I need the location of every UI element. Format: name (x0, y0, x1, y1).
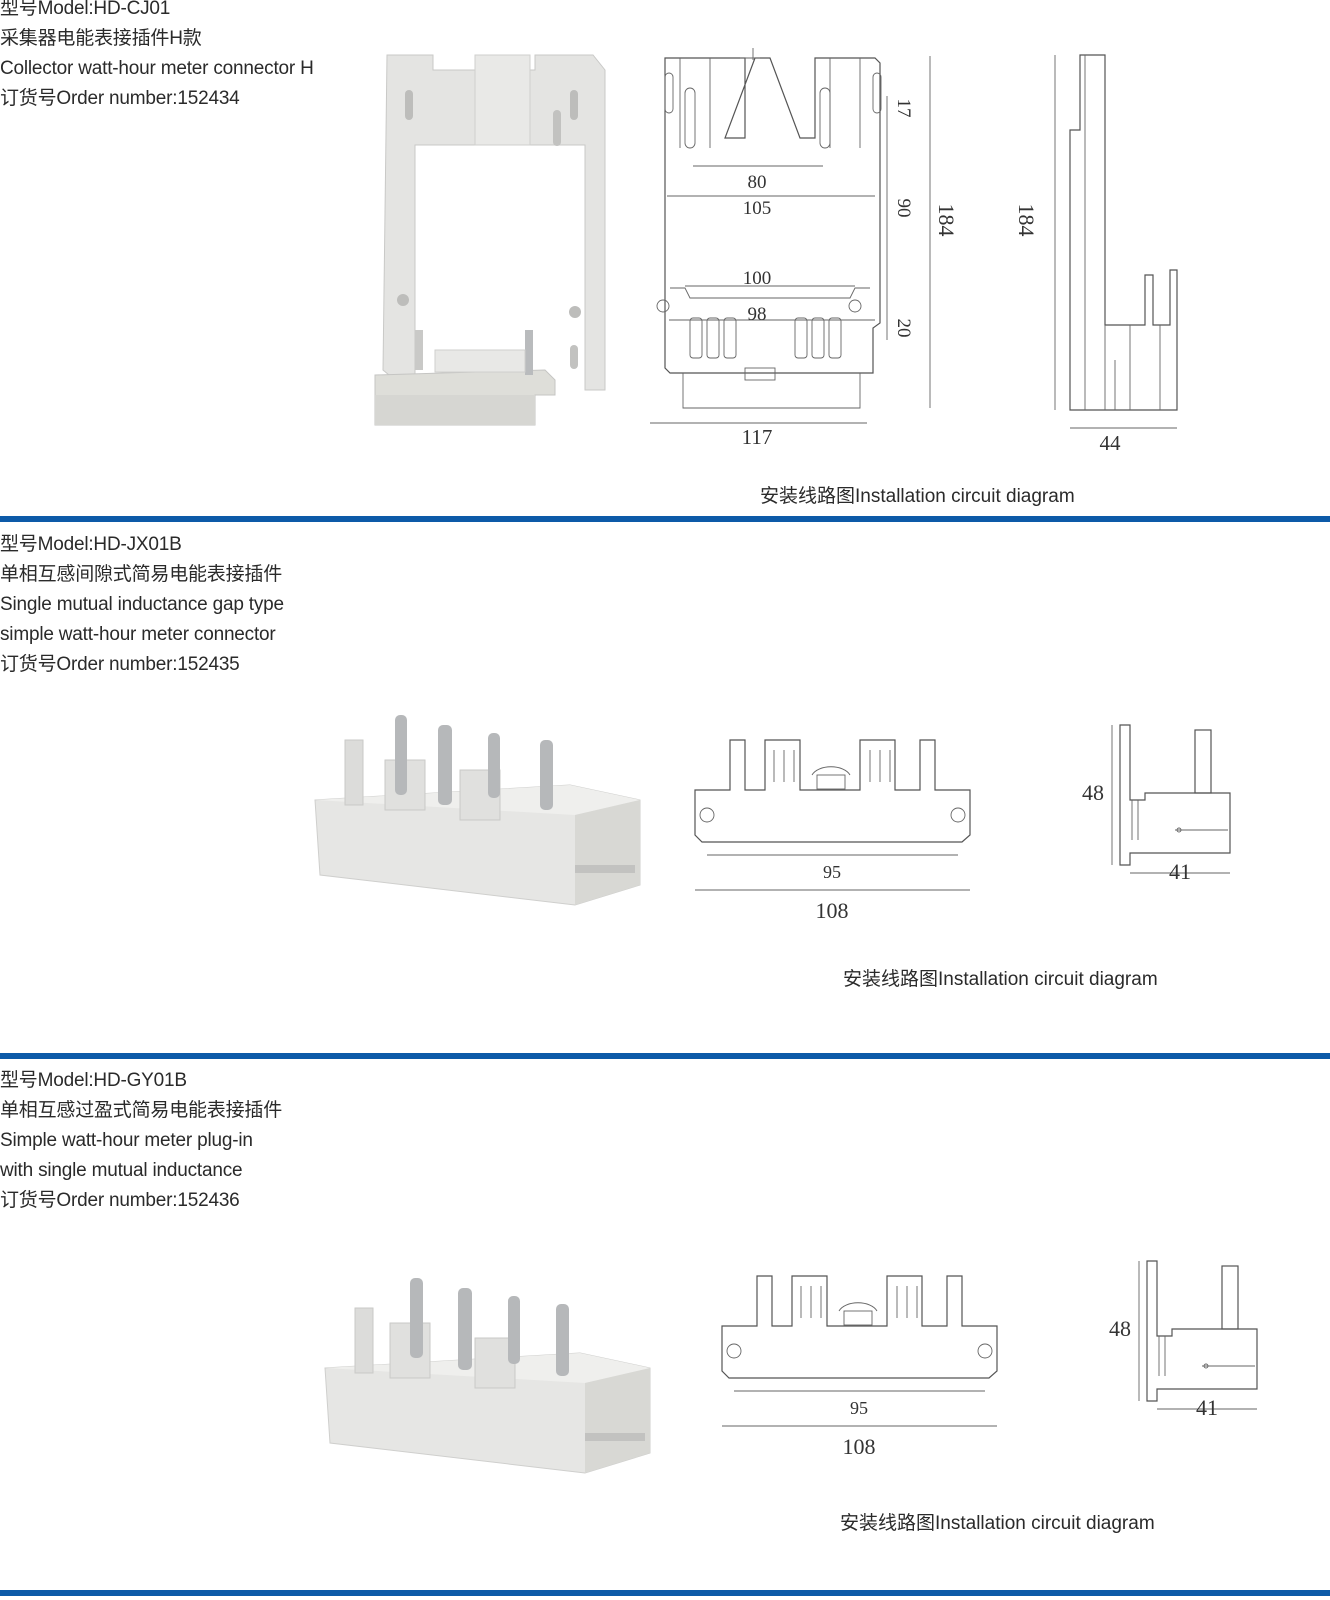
dim-184: 184 (934, 204, 959, 237)
dim-108: 108 (816, 898, 849, 923)
dim-48: 48 (1109, 1316, 1131, 1341)
dim-44: 44 (1100, 431, 1122, 455)
name-en-line: Single mutual inductance gap type (0, 594, 284, 615)
diagram-caption: 安装线路图Installation circuit diagram (843, 969, 1158, 990)
order-number: 订货号Order number:152435 (0, 654, 240, 675)
dim-17: 17 (893, 99, 914, 118)
dim-90: 90 (893, 199, 914, 218)
order-number: 订货号Order number:152434 (0, 88, 240, 109)
product-section-cj01: 型号Model:HD-CJ01 采集器电能表接插件H款 Collector wa… (0, 0, 1330, 520)
product-photo-gy01b (324, 1278, 651, 1474)
model-label: 型号Model:HD-JX01B (0, 534, 182, 555)
product-info: 型号Model:HD-JX01B 单相互感间隙式简易电能表接插件 Single … (0, 530, 284, 680)
diagram-caption: 安装线路图Installation circuit diagram (840, 1513, 1155, 1534)
name-en-line: with single mutual inductance (0, 1160, 243, 1181)
dim-41: 41 (1169, 859, 1191, 884)
section-divider (0, 516, 1330, 522)
name-cn: 单相互感过盈式简易电能表接插件 (0, 1100, 283, 1121)
dim-48: 48 (1082, 780, 1104, 805)
name-en-line: simple watt-hour meter connector (0, 624, 276, 645)
side-drawing-jx01b: 48 41 (1082, 724, 1231, 884)
name-en-line: Simple watt-hour meter plug-in (0, 1130, 253, 1151)
side-drawing-gy01b: 48 41 (1109, 1260, 1258, 1420)
dim-20: 20 (893, 319, 914, 338)
product-section-gy01b: 型号Model:HD-GY01B 单相互感过盈式简易电能表接插件 Simple … (0, 1066, 1330, 1586)
product-photo-cj01 (374, 54, 606, 426)
dim-105: 105 (743, 198, 772, 219)
dim-100: 100 (743, 268, 772, 289)
section-divider (0, 1053, 1330, 1059)
dim-117: 117 (742, 425, 773, 449)
model-label: 型号Model:HD-CJ01 (0, 0, 171, 19)
product-info: 型号Model:HD-CJ01 采集器电能表接插件H款 Collector wa… (0, 0, 314, 114)
side-drawing-cj01: 184 44 (1014, 54, 1178, 455)
order-number: 订货号Order number:152436 (0, 1190, 240, 1211)
product-section-jx01b: 型号Model:HD-JX01B 单相互感间隙式简易电能表接插件 Single … (0, 530, 1330, 1050)
dim-98: 98 (748, 304, 767, 325)
front-drawing-cj01: 80 105 100 98 117 17 90 20 184 (650, 48, 959, 449)
product-photo-jx01b (314, 715, 641, 906)
front-drawing-jx01b: 95 108 (694, 739, 971, 923)
dim-95: 95 (823, 862, 841, 882)
front-drawing-gy01b: 95 108 (721, 1275, 998, 1459)
dim-80: 80 (748, 172, 767, 193)
model-label: 型号Model:HD-GY01B (0, 1070, 187, 1091)
name-en-line: Collector watt-hour meter connector H (0, 58, 314, 79)
section-divider (0, 1590, 1330, 1596)
name-cn: 单相互感间隙式简易电能表接插件 (0, 564, 283, 585)
diagram-caption: 安装线路图Installation circuit diagram (760, 486, 1075, 507)
dim-41: 41 (1196, 1395, 1218, 1420)
dim-108: 108 (843, 1434, 876, 1459)
dim-95: 95 (850, 1398, 868, 1418)
name-cn: 采集器电能表接插件H款 (0, 28, 202, 49)
dim-184-side: 184 (1014, 204, 1039, 237)
product-info: 型号Model:HD-GY01B 单相互感过盈式简易电能表接插件 Simple … (0, 1066, 282, 1216)
